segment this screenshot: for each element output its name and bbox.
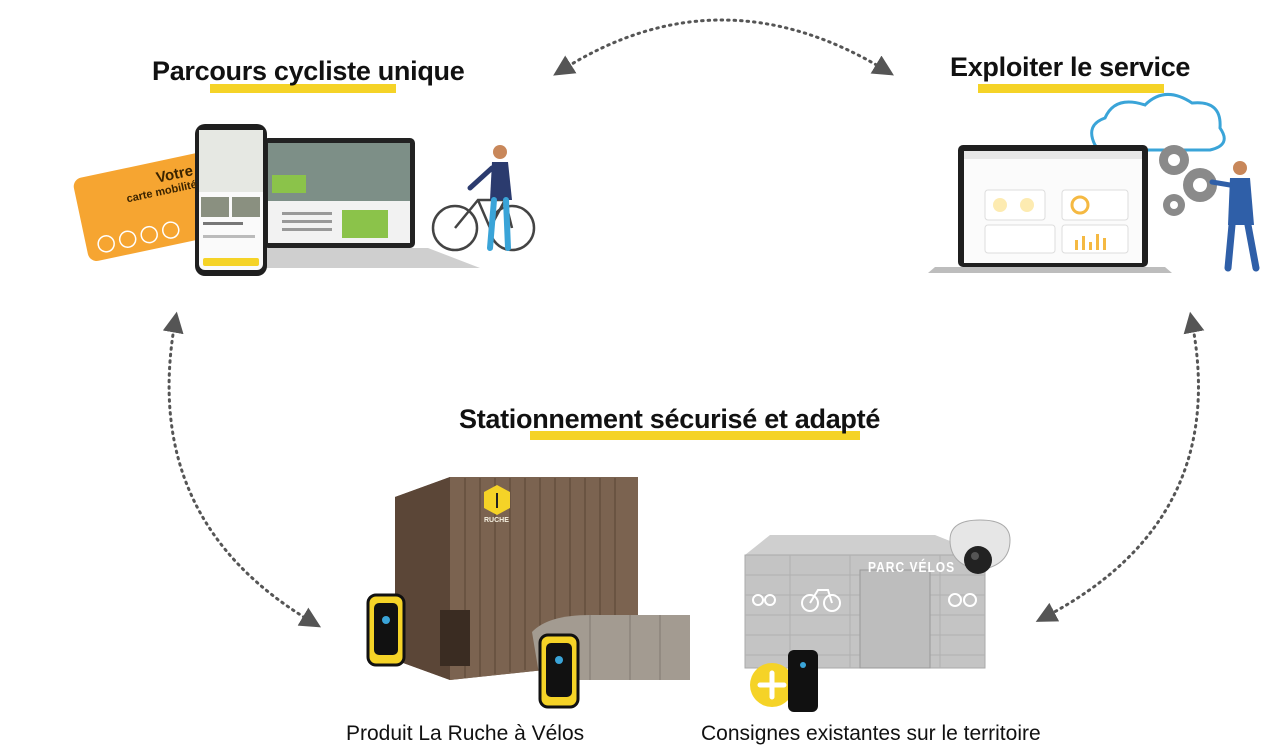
bike-icon [752, 589, 977, 612]
heading-highlight [210, 84, 396, 93]
arrow-top [553, 18, 894, 76]
gear-icon [1159, 145, 1217, 216]
caption-ruche: Produit La Ruche à Vélos [346, 722, 585, 745]
heading-highlight [530, 431, 860, 440]
arrow-right [1035, 311, 1205, 622]
shelter-sign: PARC VÉLOS [868, 558, 956, 576]
mobility-card [73, 153, 221, 261]
access-terminal [538, 633, 580, 709]
laptop-parcours [235, 138, 480, 268]
heading-stationnement: Stationnement sécurisé et adapté [459, 404, 881, 434]
access-terminal [366, 593, 406, 667]
heading-highlight [978, 84, 1164, 93]
heading-exploiter: Exploiter le service [950, 52, 1191, 82]
caption-consignes: Consignes existantes sur le territoire [701, 722, 1041, 745]
plus-icon [750, 663, 794, 707]
access-terminal [788, 650, 818, 712]
bike-shelter [744, 535, 986, 669]
arrow-left [162, 311, 322, 628]
cyclist-figure [431, 145, 536, 252]
laptop-dashboard [928, 145, 1172, 273]
heading-parcours: Parcours cycliste unique [152, 56, 465, 86]
ruche-logo-text: RUCHE [484, 517, 509, 524]
camera-icon [949, 519, 1011, 574]
cloud-icon [1090, 93, 1226, 152]
phone-parcours [195, 124, 267, 276]
technician-figure [1209, 161, 1260, 272]
